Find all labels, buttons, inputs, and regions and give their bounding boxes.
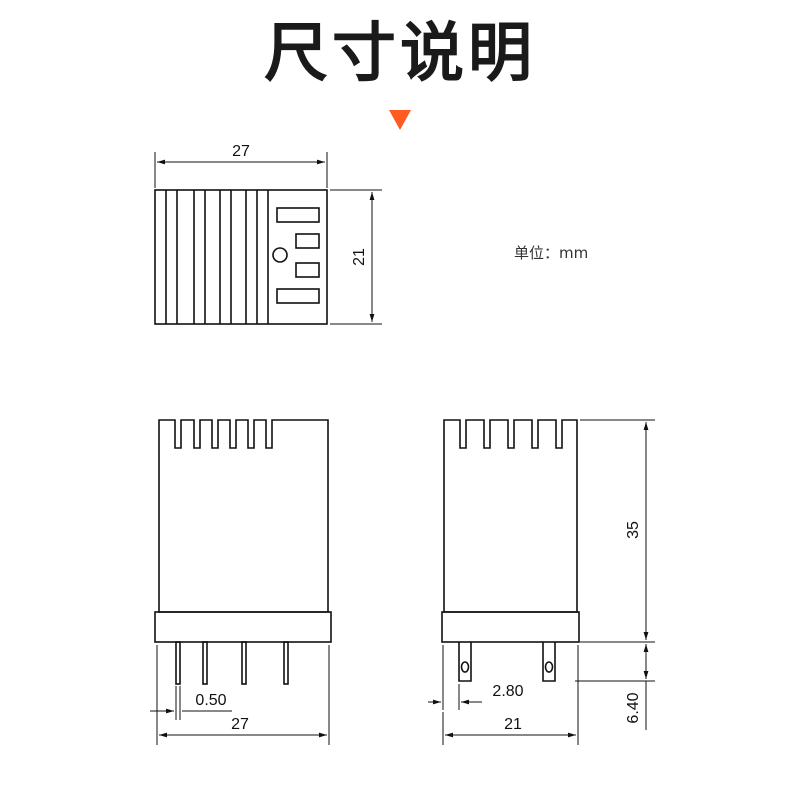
front-view — [154, 419, 332, 685]
top-width-dimension — [154, 152, 328, 188]
side-pin-spacing-label: 2.80 — [492, 683, 523, 700]
unit-label: 单位：mm — [514, 244, 589, 262]
down-arrow-icon — [389, 110, 411, 130]
front-pin-width-dimension — [150, 686, 232, 720]
front-pin-width-label: 0.50 — [195, 692, 226, 709]
top-height-dimension — [330, 189, 382, 325]
front-width-dimension — [156, 645, 330, 745]
side-pin-length-label: 6.40 — [625, 692, 642, 723]
side-height-dimension — [580, 419, 655, 643]
page-title: 尺寸说明 — [264, 17, 536, 91]
side-view — [441, 419, 580, 682]
side-width-label: 21 — [504, 716, 522, 733]
side-pin-length-dimension — [575, 644, 655, 730]
top-height-label: 21 — [351, 248, 368, 266]
top-view — [154, 189, 328, 325]
side-width-dimension — [442, 645, 579, 745]
side-height-label: 35 — [625, 521, 642, 539]
front-width-label: 27 — [231, 716, 249, 733]
side-pin-spacing-dimension — [428, 645, 482, 710]
top-width-label: 27 — [232, 143, 250, 160]
